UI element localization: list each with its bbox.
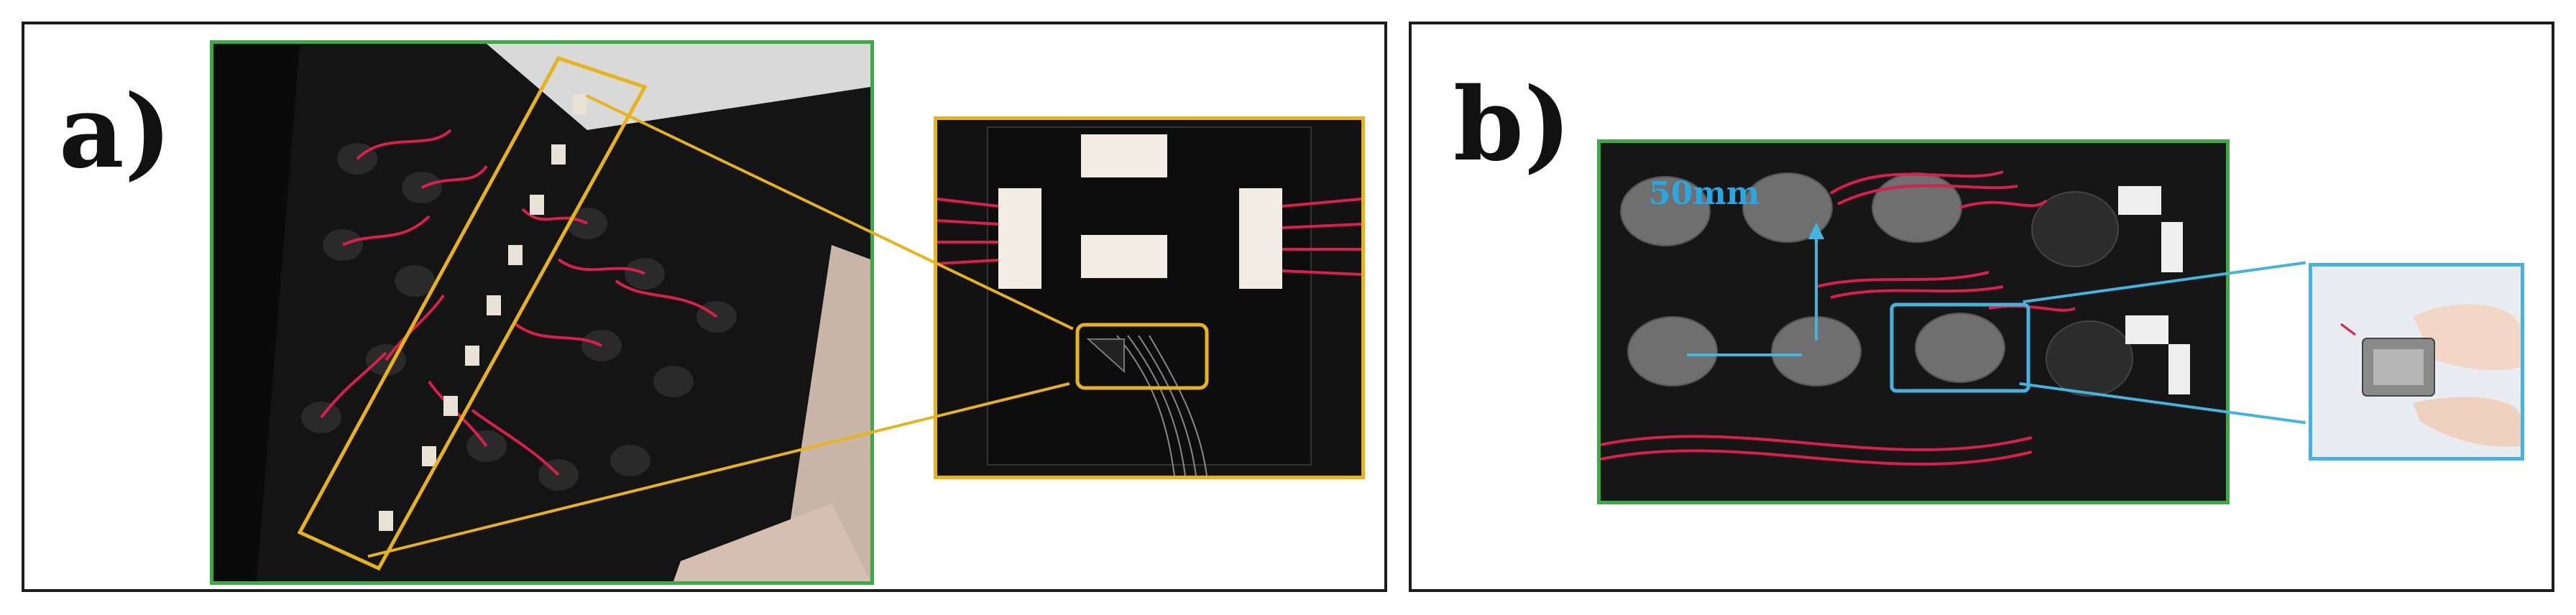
pcb-photo — [934, 116, 1365, 479]
panel-a-label: a) — [59, 73, 172, 191]
jacket-photo — [210, 40, 874, 585]
pads-photo — [1597, 139, 2230, 504]
actuator-closeup-photo — [2309, 263, 2524, 461]
panel-a: a) — [22, 22, 1387, 592]
panel-b-label: b) — [1453, 66, 1572, 184]
panel-b: b) — [1409, 22, 2554, 592]
measurement-label: 50mm — [1649, 175, 1760, 212]
